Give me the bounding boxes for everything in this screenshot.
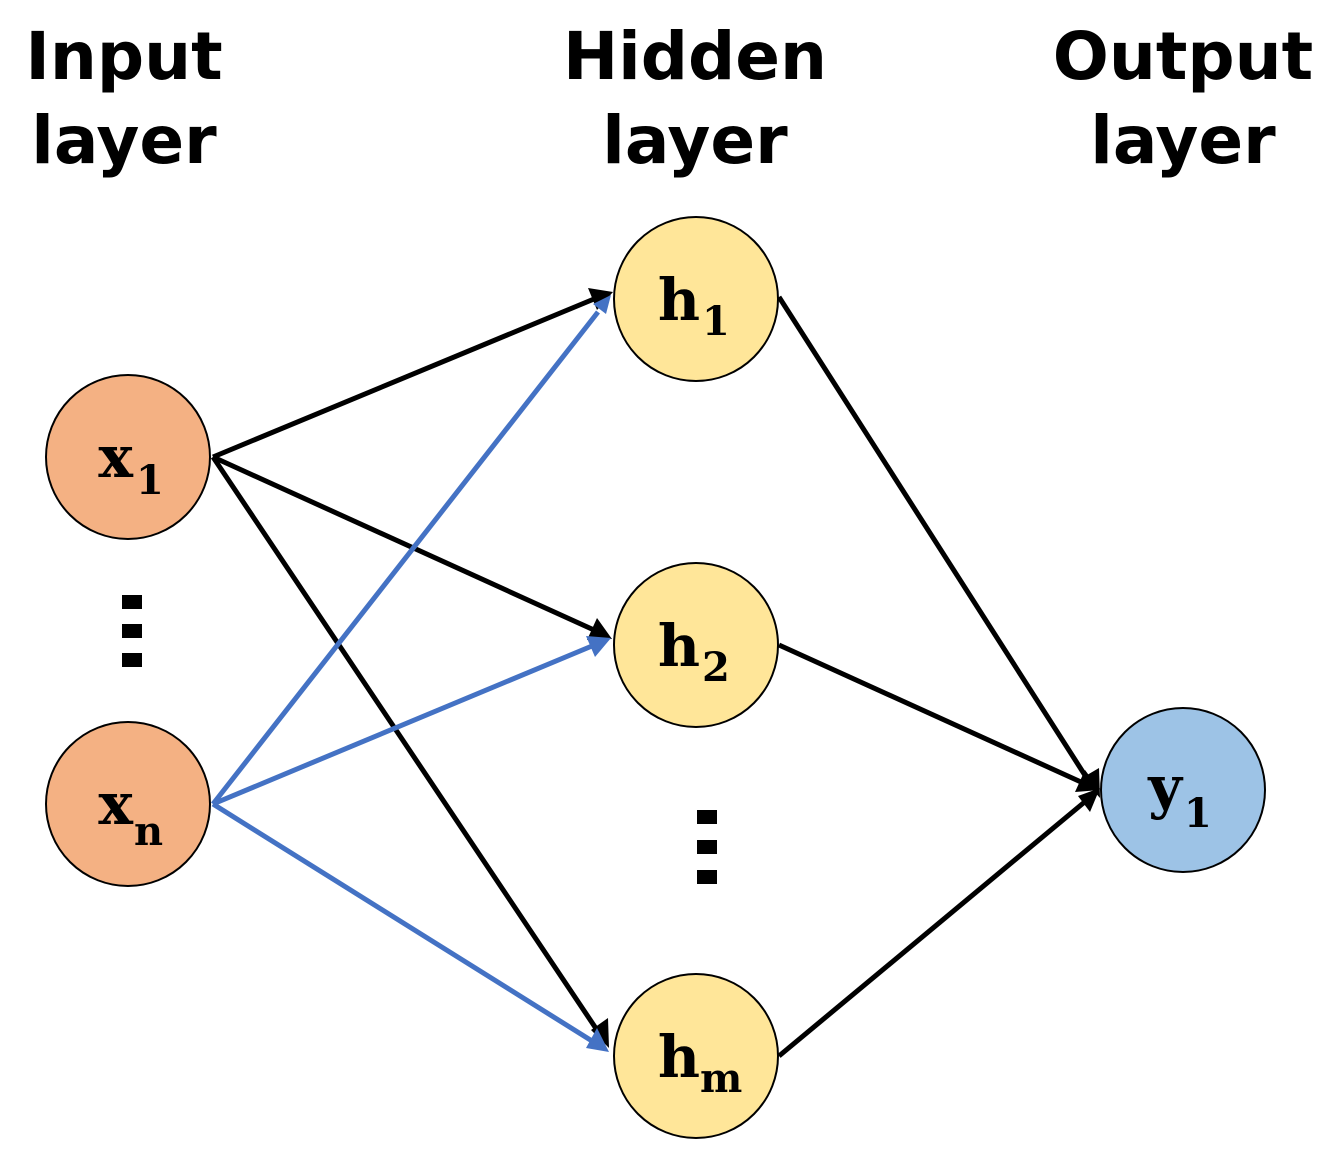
edge-x1-hm (210, 455, 609, 1048)
output-layer-title-line2: layer (1090, 102, 1276, 179)
node-xn-main: x (98, 770, 133, 838)
node-hm-main: h (658, 1023, 700, 1091)
input-ellipsis (122, 595, 142, 667)
node-hm: h m (613, 973, 779, 1139)
edge-hm-y1 (777, 788, 1100, 1058)
node-x1: x 1 (45, 374, 211, 540)
node-h2-sub: 2 (702, 644, 730, 691)
node-h2: h 2 (613, 562, 779, 728)
node-xn-sub: n (134, 808, 163, 855)
node-y1: y 1 (1100, 707, 1266, 873)
node-xn: x n (45, 721, 211, 887)
node-y1-main: y (1147, 753, 1184, 821)
edge-h1-y1 (776, 295, 1100, 798)
edge-xn-h1 (211, 295, 611, 806)
node-hm-sub: m (700, 1055, 742, 1102)
edge-x1-h2 (211, 454, 612, 640)
node-h1: h 1 (613, 216, 779, 382)
hidden-layer-title-line1: Hidden (563, 18, 827, 95)
hidden-ellipsis (697, 810, 717, 884)
edge-xn-h2 (212, 636, 611, 807)
node-x1-sub: 1 (136, 457, 164, 504)
edge-x1-h1 (212, 288, 613, 460)
node-x1-main: x (98, 423, 133, 491)
edges (210, 288, 1100, 1058)
node-h1-sub: 1 (702, 298, 730, 345)
node-h1-main: h (658, 266, 700, 334)
edge-xn-hm (211, 801, 609, 1052)
input-layer-title-line1: Input (25, 18, 222, 95)
input-layer-title-line2: layer (31, 102, 217, 179)
edge-h2-y1 (777, 642, 1100, 792)
hidden-layer-title-line2: layer (602, 102, 788, 179)
node-y1-sub: 1 (1184, 790, 1212, 837)
node-h2-main: h (658, 612, 700, 680)
output-layer-title-line1: Output (1053, 18, 1313, 95)
